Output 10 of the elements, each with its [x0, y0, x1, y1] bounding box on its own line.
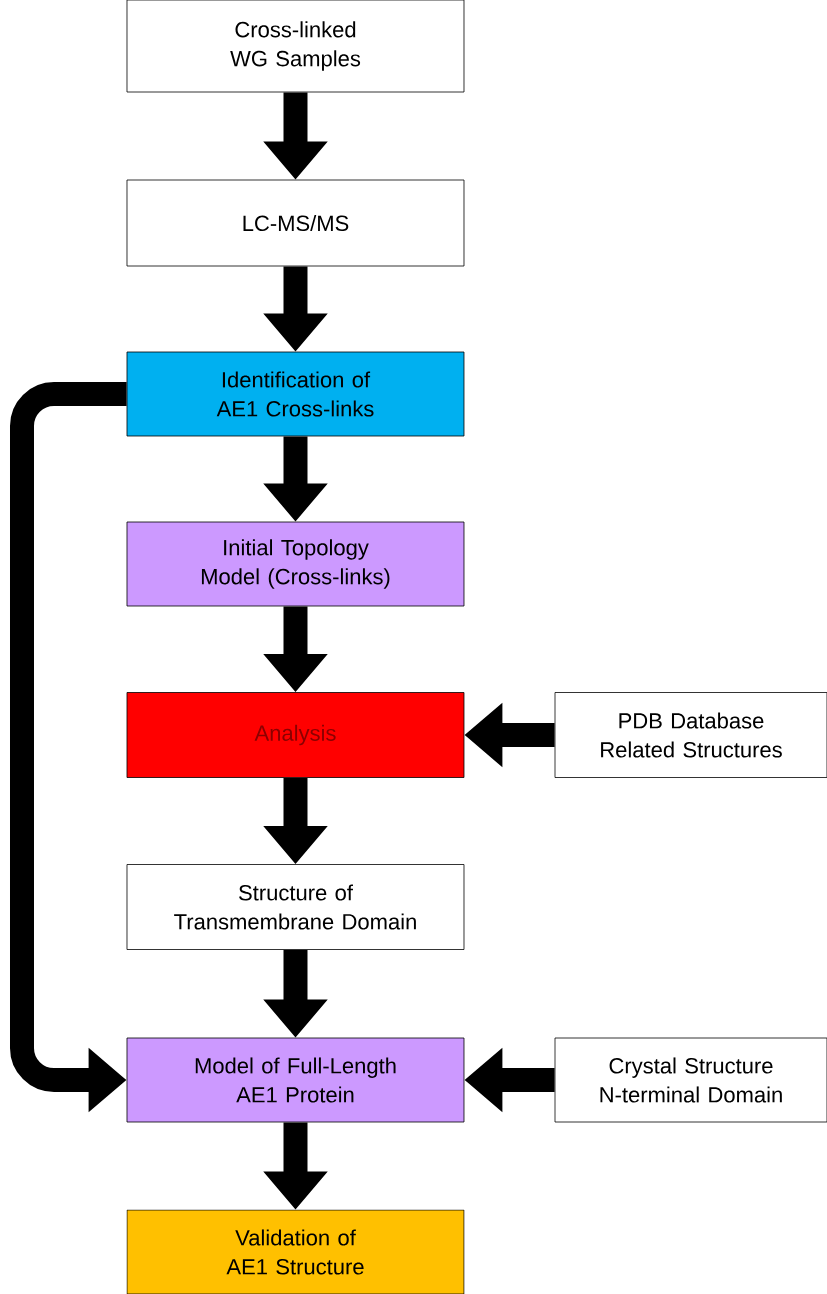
process-box: Identification of AE1 Cross-links: [126, 351, 465, 437]
process-box: Cross-linked WG Samples: [126, 0, 465, 93]
process-box: Analysis: [126, 692, 465, 778]
input-box: Crystal Structure N-terminal Domain: [554, 1037, 827, 1123]
process-box: Structure of Transmembrane Domain: [126, 864, 465, 950]
process-box: Initial Topology Model (Cross-links): [126, 521, 465, 607]
input-box: PDB Database Related Structures: [554, 692, 827, 778]
process-box: Model of Full-Length AE1 Protein: [126, 1037, 465, 1123]
result-box: Validation of AE1 Structure: [126, 1209, 465, 1294]
process-box: LC-MS/MS: [126, 179, 465, 267]
